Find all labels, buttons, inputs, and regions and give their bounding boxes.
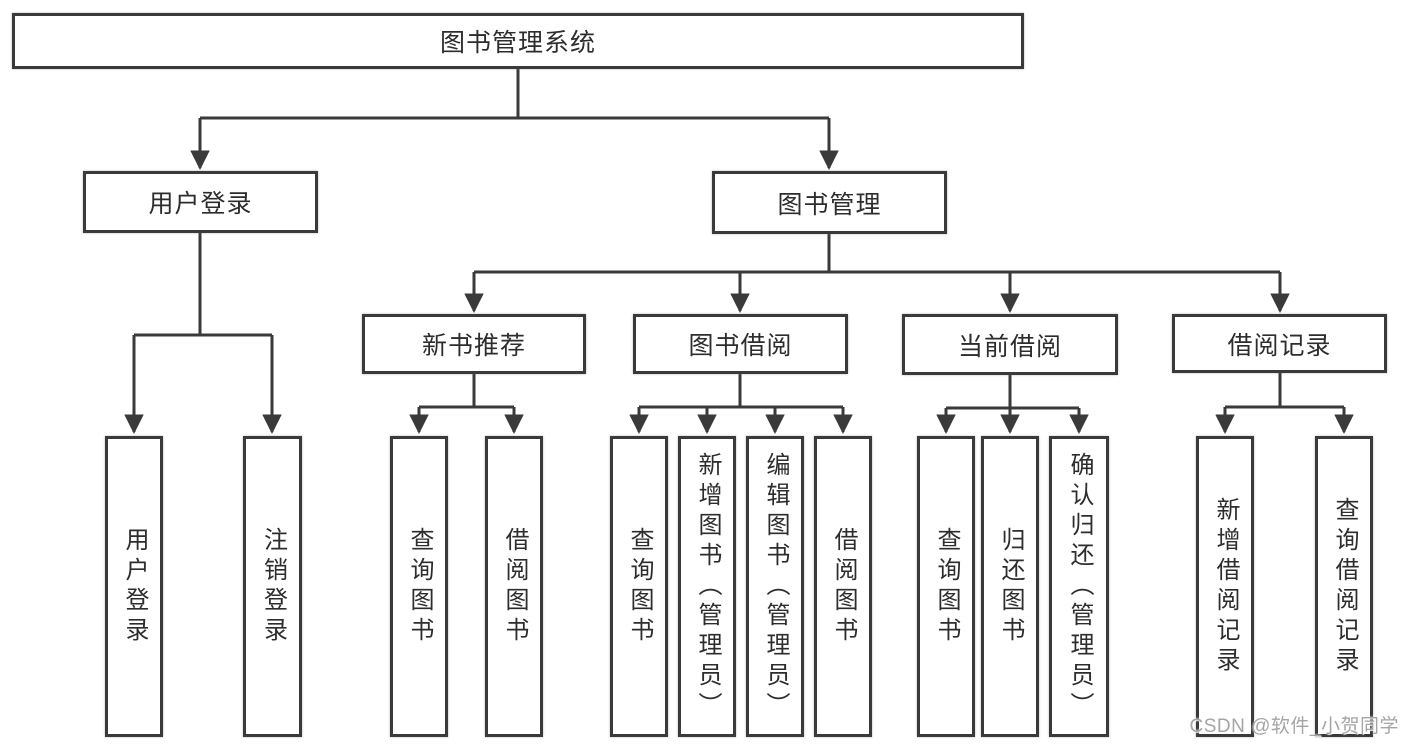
node-user-login-leaf: 用户登录 <box>105 436 163 737</box>
node-return-books: 归还图书 <box>981 436 1039 737</box>
node-edit-books-admin: 编辑图书（管理员） <box>746 436 804 737</box>
node-borrow-books: 借阅图书 <box>814 436 872 737</box>
node-add-borrow-record: 新增借阅记录 <box>1196 436 1254 737</box>
node-current-borrowing: 当前借阅 <box>902 314 1118 375</box>
node-borrow-records: 借阅记录 <box>1172 314 1387 373</box>
node-book-borrowing: 图书借阅 <box>633 314 848 374</box>
node-borrow-books-recommend: 借阅图书 <box>485 436 543 737</box>
node-query-books-recommend: 查询图书 <box>390 436 448 737</box>
csdn-watermark: CSDN @软件_小贺同学 <box>1189 716 1399 737</box>
node-logout: 注销登录 <box>243 436 302 737</box>
node-book-management: 图书管理 <box>712 171 947 234</box>
node-library-management-system: 图书管理系统 <box>12 13 1024 69</box>
node-confirm-return-admin: 确认归还（管理员） <box>1049 436 1109 737</box>
node-query-borrow-record: 查询借阅记录 <box>1315 436 1373 737</box>
node-user-login: 用户登录 <box>83 171 318 233</box>
node-query-books-current: 查询图书 <box>917 436 975 737</box>
node-query-books-borrowing: 查询图书 <box>610 436 668 737</box>
node-new-book-recommend: 新书推荐 <box>362 314 586 374</box>
connector-arrows <box>124 118 1354 434</box>
connector-segments <box>134 69 1344 410</box>
node-add-books-admin: 新增图书（管理员） <box>678 436 736 737</box>
